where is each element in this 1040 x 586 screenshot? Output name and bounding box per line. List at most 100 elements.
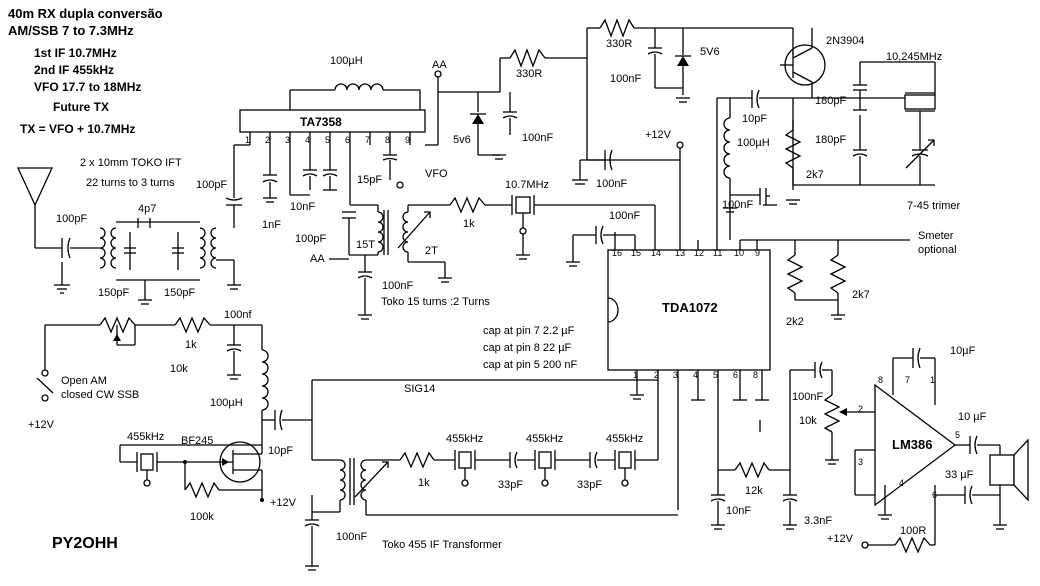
l-100uH-bf-label: 100µH — [210, 397, 243, 409]
coupling-capacitor-symbol — [61, 237, 100, 259]
ta-pin-5: 5 — [325, 135, 330, 145]
cap-pin8-note: cap at pin 8 22 µF — [483, 342, 572, 354]
vfo-input — [382, 154, 404, 189]
c-100pF-in-label: 100pF — [196, 179, 227, 191]
ta-pin-9: 9 — [405, 135, 410, 145]
vfo-range-line: VFO 17.7 to 18MHz — [34, 80, 141, 94]
bf245-label: BF245 — [181, 435, 213, 447]
c-15pF-label: 15pF — [357, 174, 382, 186]
vfo-label: VFO — [425, 168, 448, 180]
xtal-10245-label: 10,245MHz — [886, 51, 942, 63]
c-100nF-12-label: 100nF — [596, 178, 627, 190]
c-100nF-z2-label: 100nF — [610, 73, 641, 85]
r-1k-am-label: 1k — [185, 339, 197, 351]
xtal-10m7-label: 10.7MHz — [505, 179, 549, 191]
toko455-label: Toko 455 IF Transformer — [382, 539, 502, 551]
cap-1nF-symbol — [262, 174, 278, 203]
ta7358-pins — [249, 132, 411, 205]
coil-100uH-bf — [261, 325, 658, 461]
open-am-label: Open AM — [61, 375, 107, 387]
lm-pin-8: 8 — [878, 375, 883, 385]
r-12k-label: 12k — [745, 485, 763, 497]
c-10pF-osc-label: 10pF — [742, 113, 767, 125]
c-150pF-b-label: 150pF — [164, 287, 195, 299]
c-100pF-15t-label: 100pF — [295, 233, 326, 245]
lm386-wiring — [854, 347, 1029, 554]
ift-turns-label: 22 turns to 3 turns — [86, 177, 175, 189]
trimmer-label: 7-45 trimer — [907, 200, 961, 212]
lm386-chip — [874, 383, 957, 507]
lm-pin-3: 3 — [858, 457, 863, 467]
toko-ift-label: 2 x 10mm TOKO IFT — [80, 157, 182, 169]
lm-pin-5: 5 — [955, 430, 960, 440]
tda1072-label: TDA1072 — [662, 300, 718, 315]
transistor-bf245 — [185, 441, 263, 500]
c-10nF-b-label: 10nF — [726, 505, 751, 517]
ta-pin-2: 2 — [265, 135, 270, 145]
resistor-330R-lower — [509, 48, 587, 68]
c-150pF-a-label: 150pF — [98, 287, 129, 299]
r-2k7-osc-label: 2k7 — [806, 169, 824, 181]
c-3n3-label: 3.3nF — [804, 515, 832, 527]
c-1nF-label: 1nF — [262, 219, 281, 231]
tda-pin-13: 13 — [675, 248, 685, 258]
c-100nF-bottom-label: 100nF — [336, 531, 367, 543]
osc-tank — [793, 61, 936, 186]
tda-pin-11: 11 — [713, 248, 722, 258]
toko-turns-label: Toko 15 turns :2 Turns — [381, 296, 490, 308]
r-1k-xtal-label: 1k — [463, 218, 475, 230]
smeter-network — [740, 239, 910, 320]
ta-pin-8: 8 — [385, 135, 390, 145]
ta-pin-3: 3 — [285, 135, 290, 145]
sig14-label: SIG14 — [404, 383, 435, 395]
c-180pF-b-label: 180pF — [815, 134, 846, 146]
tda-pin-5: 5 — [713, 370, 718, 380]
t-15T-label: 15T — [356, 239, 375, 251]
v12-node-top — [676, 141, 684, 149]
ta-pin-6: 6 — [345, 135, 350, 145]
v12-left-label: +12V — [28, 419, 55, 431]
ta7358-label: TA7358 — [300, 115, 342, 129]
input-capacitor-symbol — [225, 144, 250, 228]
c-100nF-osc-label: 100nF — [722, 199, 753, 211]
r-2k2-label: 2k2 — [786, 316, 804, 328]
cap-pin7-note: cap at pin 7 2.2 µF — [483, 325, 575, 337]
cap-pin5-note: cap at pin 5 200 nF — [483, 359, 577, 371]
tda-pin-10: 10 — [734, 248, 744, 258]
v12-top-label: +12V — [645, 129, 672, 141]
cap-100nF-bottom — [304, 495, 320, 571]
resistor-2k7-osc — [784, 120, 802, 205]
tda-pin-15: 15 — [631, 248, 641, 258]
c-10uF-top-label: 10µF — [950, 345, 976, 357]
tda1072-chip — [607, 249, 771, 371]
antenna-symbol — [16, 167, 62, 249]
tda-pin-1: 1 — [633, 370, 638, 380]
tda-bottom-pins — [630, 370, 769, 510]
r-100R-label: 100R — [900, 525, 926, 537]
aa-top-label: AA — [432, 59, 447, 71]
c-100nF-z1-label: 100nF — [522, 132, 553, 144]
q-2n3904-label: 2N3904 — [826, 35, 865, 47]
rf-gain-network — [36, 316, 262, 402]
zener-5v6-right-label: 5V6 — [700, 46, 720, 58]
c-100nF-toko-label: 100nF — [382, 280, 413, 292]
r-10k-am-label: 10k — [170, 363, 188, 375]
if1-line: 1st IF 10.7MHz — [34, 46, 117, 60]
t-2T-label: 2T — [425, 245, 438, 257]
c-100nF-p15-label: 100nF — [609, 210, 640, 222]
x455-d-label: 455kHz — [606, 433, 643, 445]
tda-pin-3: 3 — [673, 370, 678, 380]
closed-cw-label: closed CW SSB — [61, 389, 139, 401]
tda-top-pins — [697, 240, 758, 250]
toko-15t-transformer — [342, 204, 452, 283]
c-33uF-label: 33 µF — [945, 469, 974, 481]
if2-line: 2nd IF 455kHz — [34, 63, 114, 77]
cap-100nF-12v — [572, 149, 613, 185]
c-10nF-ta-label: 10nF — [290, 201, 315, 213]
ta7358-chip — [239, 109, 426, 133]
ift-coil-pair — [99, 218, 241, 305]
audio-output-network — [710, 361, 875, 530]
ta-pin-1: 1 — [245, 135, 250, 145]
future-tx-line: Future TX — [53, 100, 109, 114]
